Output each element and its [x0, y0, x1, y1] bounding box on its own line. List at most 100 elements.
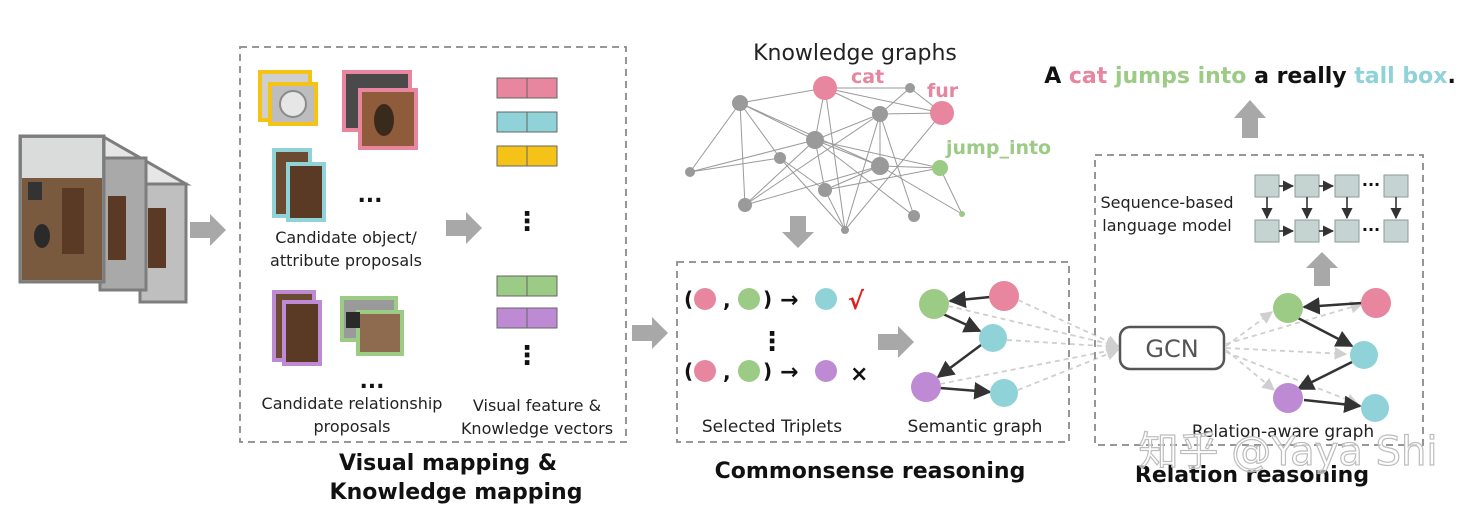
selected-triplets-label: Selected Triplets — [702, 417, 842, 437]
object-proposal-box — [272, 148, 326, 222]
video-frames — [18, 134, 192, 304]
gcn-label: GCN — [1145, 335, 1198, 363]
triplet-open-paren: ( — [684, 287, 693, 311]
arrow-kg-to-commonsense — [782, 216, 814, 248]
lm-cell — [1254, 219, 1280, 243]
kg-node — [871, 157, 889, 175]
language-model-label-line2: language model — [1102, 216, 1231, 235]
feature-vectors-ellipsis-bottom: ⋮ — [514, 341, 540, 371]
object-proposal-clock — [258, 70, 318, 126]
relation-title: Relation reasoning — [1135, 463, 1369, 488]
flow-arrows — [190, 100, 1338, 358]
kg-node — [806, 131, 824, 149]
kg-node — [685, 167, 695, 177]
lm-cell — [1294, 174, 1320, 198]
triplet-relation-node — [738, 360, 760, 382]
feature-vectors-ellipsis-top: ⋮ — [514, 207, 540, 237]
feature-vector-pink — [496, 77, 558, 99]
video-frame-back-door — [148, 208, 166, 268]
arrow-video-to-proposals — [190, 214, 226, 246]
candidate-relationship-label-line2: proposals — [313, 417, 390, 436]
relation-aware-graph — [1273, 288, 1391, 422]
kg-node-cat — [813, 76, 837, 100]
feature-vector-yellow — [496, 145, 558, 167]
arrow-proposals-to-vectors — [446, 212, 482, 244]
semantic-to-gcn-links — [939, 299, 1120, 391]
watermark: 知乎 @Yaya Shi — [1139, 429, 1438, 475]
relationship-proposals-ellipsis: ... — [359, 369, 384, 394]
sentence-part: jumps into — [1114, 64, 1254, 89]
semantic-node-pink — [989, 281, 1019, 311]
relation-panel: Sequence-based language model ··· ··· — [1094, 154, 1424, 446]
triplet-open-paren: ( — [684, 359, 693, 383]
triplets-ellipsis: ⋮ — [759, 327, 785, 357]
candidate-relationship-label-line1: Candidate relationship — [262, 394, 443, 413]
triplet-object-node — [815, 360, 837, 382]
sentence-part: cat — [1069, 64, 1115, 89]
kg-nodes — [685, 83, 920, 234]
gcn-to-relation-links — [1225, 301, 1364, 406]
gcn-block: GCN — [1118, 325, 1226, 371]
commonsense-title: Commonsense reasoning — [715, 459, 1026, 484]
visual-feature-label-line2: Knowledge vectors — [461, 419, 613, 438]
relation-graph-label: Relation-aware graph — [1192, 422, 1374, 442]
visual-mapping-title-line1: Visual mapping & — [339, 451, 557, 476]
kg-label-cat: cat — [851, 66, 884, 88]
kg-edges — [689, 87, 963, 231]
sentence-part: tall box — [1354, 64, 1447, 89]
candidate-object-label-line2: attribute proposals — [270, 251, 422, 270]
kg-node — [908, 210, 920, 222]
output-sentence: A cat jumps into a really tall box. — [1044, 64, 1456, 89]
cross-icon: × — [850, 362, 868, 387]
lm-ellipsis-top: ··· — [1362, 175, 1380, 194]
triplet-relation-node — [738, 288, 760, 310]
semantic-node-purple — [911, 372, 941, 402]
triplet-object-node — [815, 288, 837, 310]
knowledge-graph: Knowledge graphs — [685, 41, 1051, 234]
kg-label-jump-into: jump_into — [945, 137, 1051, 159]
arrow-lm-to-sentence — [1234, 100, 1266, 138]
relationship-proposal-door — [272, 290, 322, 366]
lm-cell — [1254, 174, 1280, 198]
visual-feature-label-line1: Visual feature & — [473, 396, 601, 415]
relation-node-cyan — [1350, 341, 1378, 369]
triplet-comma: , — [723, 288, 731, 312]
feature-vector-purple — [496, 307, 558, 329]
triplet-rejected: ( , ) → × — [684, 359, 868, 387]
relation-node-green — [1273, 293, 1303, 323]
object-proposal-cat — [342, 70, 418, 150]
feature-vector-cyan — [496, 111, 558, 133]
triplet-close-paren: ) — [763, 287, 772, 311]
visual-mapping-title-line2: Knowledge mapping — [330, 480, 583, 505]
triplet-subject-node — [694, 288, 716, 310]
kg-node-fur — [930, 101, 954, 125]
triplet-close-paren: ) — [763, 359, 772, 383]
kg-label-fur: fur — [927, 80, 959, 102]
relation-node-cyan-2 — [1361, 394, 1389, 422]
check-icon: √ — [848, 287, 865, 315]
kg-node-jump-into — [932, 160, 948, 176]
lm-cell — [1334, 219, 1360, 243]
knowledge-graph-title: Knowledge graphs — [753, 41, 957, 66]
feature-vector-green — [496, 275, 558, 297]
candidate-object-label-line1: Candidate object/ — [275, 228, 417, 247]
lm-cell — [1383, 174, 1409, 198]
triplet-arrow: → — [780, 360, 798, 385]
arrow-mapping-to-commonsense — [632, 317, 668, 349]
sentence-part: a really — [1254, 64, 1354, 89]
kg-node — [774, 152, 786, 164]
kg-node — [732, 95, 748, 111]
kg-node — [872, 106, 888, 122]
semantic-node-green — [919, 289, 949, 319]
relation-node-purple — [1273, 383, 1303, 413]
object-proposals-ellipsis: ... — [357, 183, 382, 208]
lm-ellipsis-bottom: ··· — [1362, 220, 1380, 239]
lm-cell — [1294, 219, 1320, 243]
lm-cell — [1334, 174, 1360, 198]
relationship-proposal-cat-box — [340, 296, 404, 356]
video-frame-middle-door — [108, 196, 126, 260]
lm-cell — [1383, 219, 1409, 243]
kg-node — [738, 198, 752, 212]
video-frame-front — [18, 134, 106, 284]
